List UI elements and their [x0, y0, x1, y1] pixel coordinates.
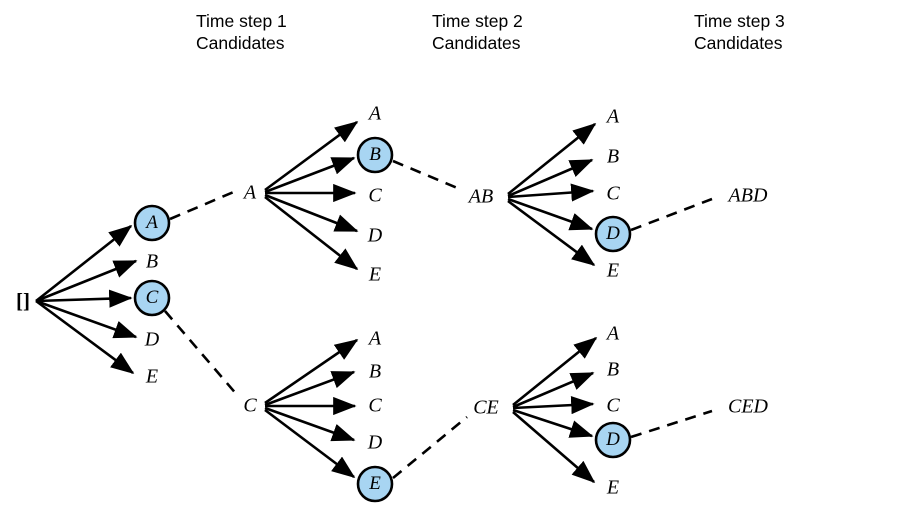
edge-ab-d: [507, 197, 594, 231]
candidate-label-group-root-d: D: [144, 328, 160, 351]
edges-group-a: [264, 120, 359, 271]
beam-path-connectors: [164, 159, 713, 480]
edge-ab-e: [507, 199, 596, 267]
selected-candidate-circle-group-ab-d[interactable]: [594, 215, 632, 253]
candidate-label-group-a-a: A: [368, 102, 382, 125]
beam-path-b-to-ab: [392, 159, 463, 192]
candidate-label-group-root-b: B: [145, 250, 159, 273]
candidate-label-group-a-d: D: [367, 224, 383, 247]
edge-c-e: [264, 408, 356, 479]
edge-root-e: [35, 299, 135, 375]
header-time-step-2: Time step 2 Candidates: [432, 10, 523, 54]
edge-ce-b: [512, 371, 595, 409]
edges-group-root: [35, 224, 138, 375]
header-step-2-line-1: Time step 2: [432, 11, 523, 31]
header-step-1-line-1: Time step 1: [196, 11, 287, 31]
beam-path-a-to-a: [169, 189, 237, 221]
header-step-3-line-2: Candidates: [694, 33, 783, 53]
edge-root-c: [35, 289, 133, 308]
selected-candidate-circle-group-a-b[interactable]: [356, 136, 394, 174]
source-label-a: A: [243, 181, 257, 204]
header-time-step-1: Time step 1 Candidates: [196, 10, 287, 54]
terminal-label-abd: ABD: [728, 184, 768, 207]
beam-path-c-to-c: [164, 310, 239, 397]
edge-c-d: [264, 406, 356, 442]
candidate-label-group-ab-e: E: [606, 259, 620, 282]
edge-root-a: [35, 224, 133, 303]
edge-ce-c: [512, 396, 595, 415]
candidate-label-group-a-c: C: [368, 184, 382, 207]
edge-a-e: [264, 195, 359, 271]
beam-path-d-to-ced: [630, 409, 713, 439]
edge-ab-c: [507, 183, 595, 202]
header-step-1-line-2: Candidates: [196, 33, 285, 53]
candidate-label-group-ce-c: C: [606, 394, 620, 417]
candidate-label-group-ab-b: B: [606, 145, 620, 168]
selected-candidate-circle-group-ce-d[interactable]: [594, 421, 632, 459]
header-step-2-line-2: Candidates: [432, 33, 521, 53]
candidate-label-group-ab-c: C: [606, 182, 620, 205]
selected-candidate-circle-group-root-c[interactable]: [133, 279, 171, 317]
beam-path-d-to-abd: [630, 197, 713, 232]
candidate-label-group-ab-a: A: [606, 105, 620, 128]
terminal-label-ced: CED: [728, 395, 768, 418]
edge-c-a: [264, 338, 359, 405]
candidate-label-group-ce-b: B: [606, 358, 620, 381]
root-node-label: []: [16, 288, 30, 313]
edge-ab-b: [507, 158, 594, 198]
source-label-ab: AB: [468, 185, 494, 208]
header-step-3-line-1: Time step 3: [694, 11, 785, 31]
selected-candidate-circle-group-root-a[interactable]: [133, 204, 171, 242]
candidate-label-group-root-e: E: [145, 365, 159, 388]
candidate-label-group-ce-a: A: [606, 322, 620, 345]
edge-root-d: [35, 299, 138, 339]
edge-ce-d: [512, 408, 594, 438]
edge-a-b: [264, 156, 356, 194]
edge-root-b: [35, 259, 138, 303]
header-time-step-3: Time step 3 Candidates: [694, 10, 785, 54]
edge-a-a: [264, 120, 359, 192]
selected-candidate-circle-group-c-e[interactable]: [356, 465, 394, 503]
candidate-label-group-c-b: B: [368, 360, 382, 383]
candidate-label-group-a-e: E: [368, 263, 382, 286]
edge-a-d: [264, 193, 359, 233]
candidate-label-group-c-c: C: [368, 394, 382, 417]
edge-ab-a: [507, 122, 597, 196]
edge-ce-a: [512, 336, 598, 407]
selected-nodes-layer: [133, 136, 632, 503]
edges-group-ce: [512, 336, 598, 484]
candidate-label-group-c-d: D: [367, 431, 383, 454]
edges-group-ab: [507, 122, 597, 267]
candidate-label-group-ce-e: E: [606, 476, 620, 499]
source-label-ce: CE: [473, 396, 499, 419]
source-label-c: C: [243, 394, 257, 417]
edges-group-c: [264, 338, 359, 479]
candidate-label-group-c-a: A: [368, 327, 382, 350]
beam-path-e-to-ce: [392, 415, 468, 480]
edge-ce-e: [512, 411, 596, 484]
edge-c-b: [264, 370, 356, 407]
